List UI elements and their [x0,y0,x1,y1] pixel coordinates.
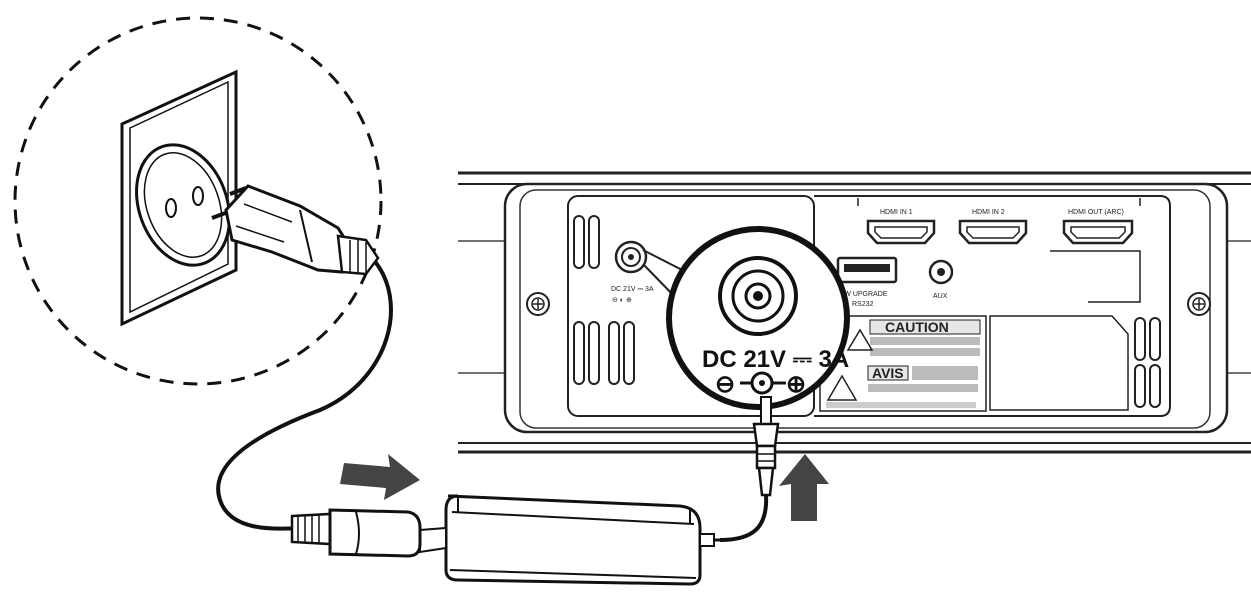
dc-plug [752,396,780,497]
aux-port [928,259,954,285]
svg-text:⊖ ◐ ⊕: ⊖ ◐ ⊕ [612,297,632,304]
dc-small-label: DC 21V ⎓ 3A [611,286,654,293]
avis-text: AVIS [872,365,904,381]
dc-cable [719,494,769,542]
hdmi-in-2-port [958,219,1028,245]
callout-plus: ⊕ [786,371,806,398]
info-sticker [989,315,1129,411]
arrow-right [340,454,420,500]
hdmi-in-2-label: HDMI IN 2 [972,209,1005,216]
wall-socket-inset [13,16,383,386]
rs232-label: RS232 [852,301,874,308]
callout-rating: DC 21V ⎓ 3A [702,346,849,373]
caution-text: CAUTION [885,319,949,335]
ac-cable [216,256,393,531]
callout-minus: ⊖ [715,371,735,398]
hdmi-out-label: HDMI OUT (ARC) [1068,209,1124,216]
power-adapter [419,494,724,586]
screw-left [526,292,550,316]
right-vents [1134,317,1161,408]
usb-port [836,256,898,284]
hdmi-out-port [1062,219,1134,245]
dc-jack-callout: DC 21V ⎓ 3A ⊖ ⊕ [642,226,850,410]
dc-jack-small [614,240,648,274]
aux-label: AUX [933,293,948,300]
usb-label: FW UPGRADE [840,291,888,298]
hdmi-in-1-label: HDMI IN 1 [880,209,913,216]
arrow-up [779,454,829,521]
left-vents [573,215,635,385]
soundbar: DC 21V ⎓ 3A ⊖ ◐ ⊕ HDMI IN 1 HDMI IN 2 HD… [458,171,1251,454]
screw-right [1187,292,1211,316]
c7-connector [290,508,422,558]
hdmi-in-1-port [866,219,936,245]
